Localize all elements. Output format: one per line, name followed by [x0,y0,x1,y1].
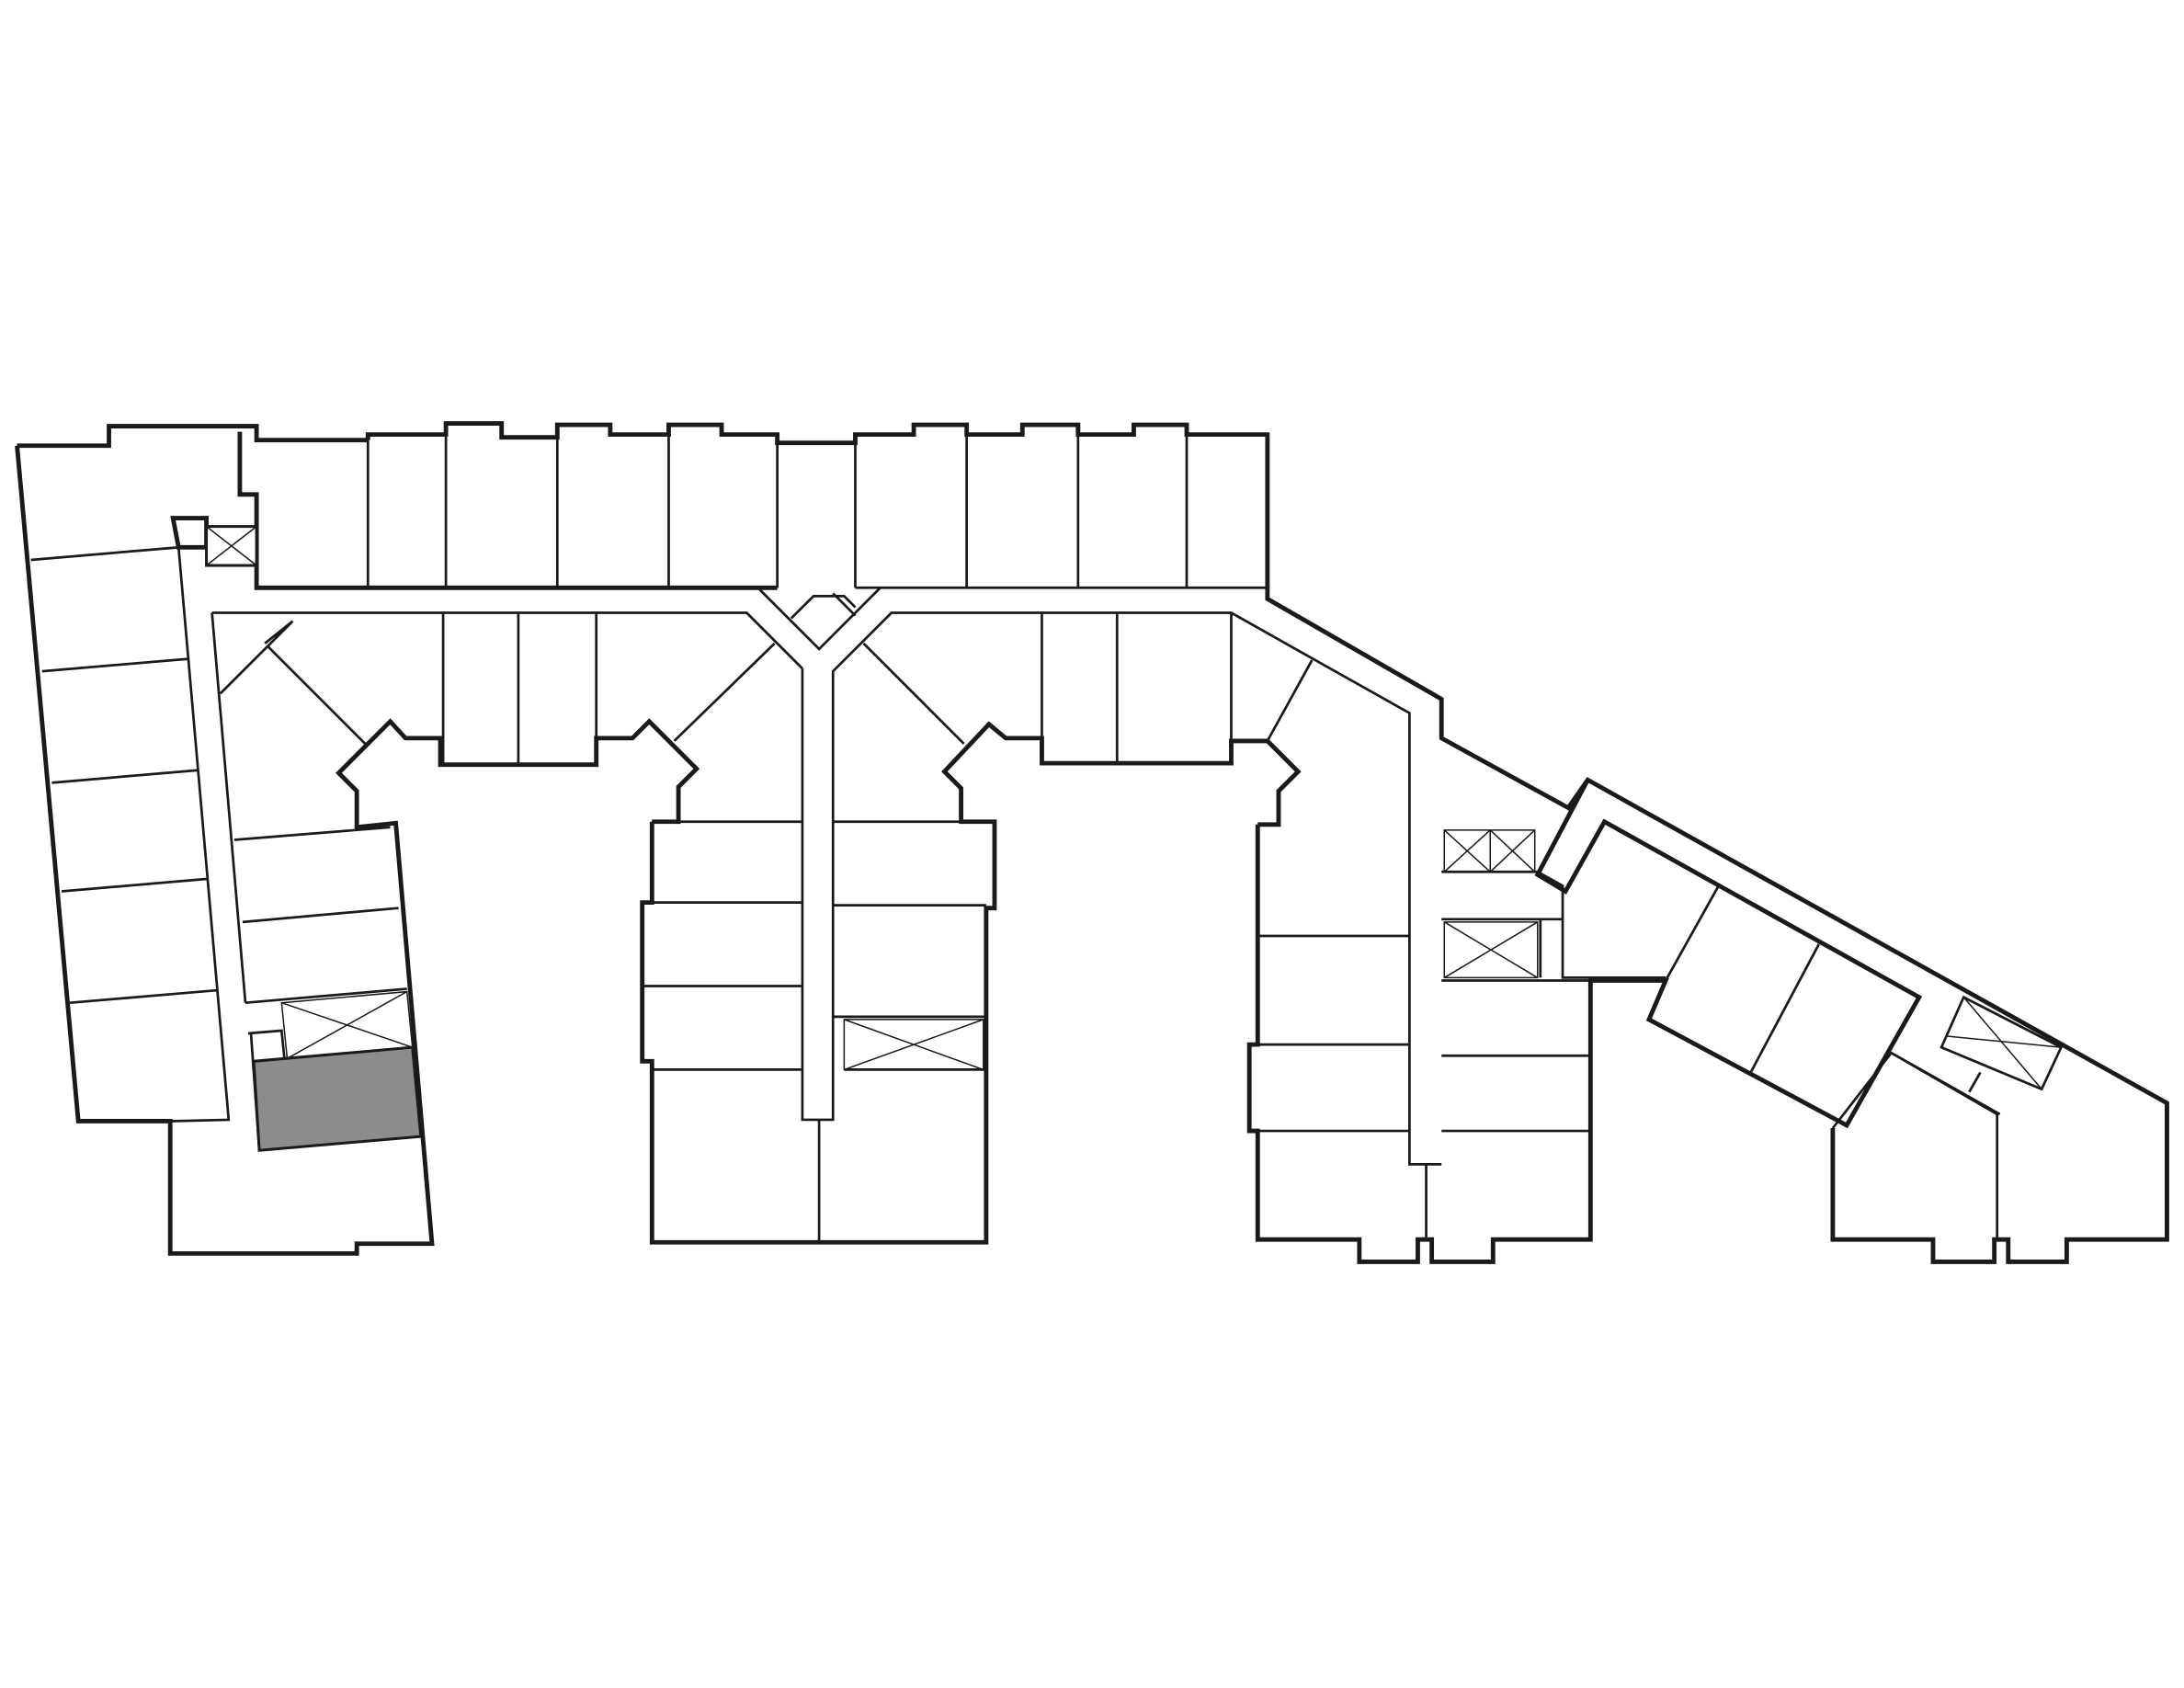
east-wing [1246,659,2064,1264]
highlighted-unit[interactable] [252,1045,423,1152]
center-wing [640,611,1442,1245]
west-wing [15,424,803,1256]
north-wing [365,421,2169,1264]
